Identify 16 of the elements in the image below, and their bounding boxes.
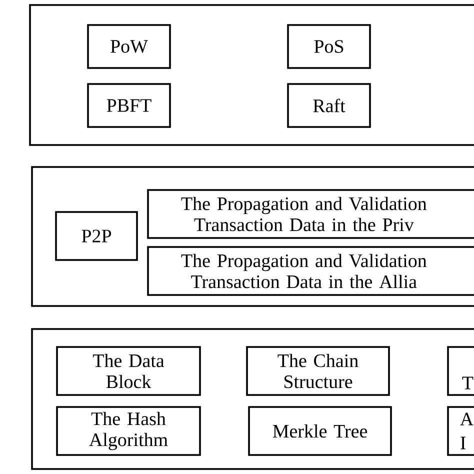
- text-box: Merkle Tree: [248, 406, 392, 456]
- text-box: P2P: [55, 211, 138, 261]
- text-box: T: [447, 346, 474, 396]
- text-box: The Hash Algorithm: [56, 406, 201, 456]
- text-box: PBFT: [87, 83, 171, 128]
- text-box: The Chain Structure: [246, 346, 390, 396]
- panel-box: [31, 166, 474, 307]
- panel-box: [29, 4, 474, 146]
- text-box: The Propagation and Validation Transaction Data in the Allia: [147, 246, 474, 296]
- text-box: PoS: [287, 24, 371, 69]
- text-box: The Propagation and Validation Transaction Data in the Priv: [147, 189, 474, 239]
- text-box: The Data Block: [56, 346, 201, 396]
- text-box: Raft: [287, 83, 371, 128]
- panel-box: [31, 328, 474, 470]
- text-box: A I: [447, 406, 474, 456]
- text-box: PoW: [87, 24, 171, 69]
